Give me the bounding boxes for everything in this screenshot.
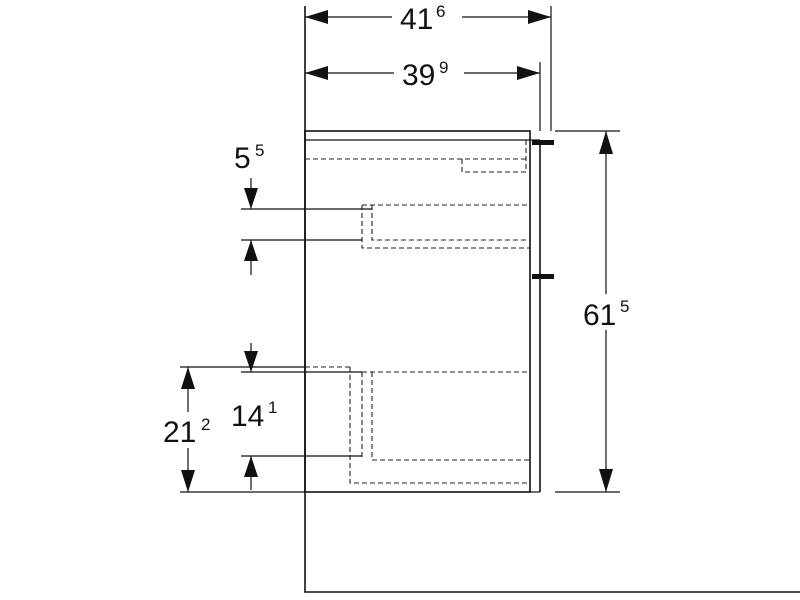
bottom-drawer-label-bg: [228, 395, 282, 431]
total-height-label-bg: [580, 294, 640, 330]
drawer-gap-dimension: 5 5: [234, 141, 372, 275]
cabinet-outline: [304, 130, 531, 493]
inner-width-sup: 9: [439, 58, 448, 77]
inner-width-label-bg: [394, 58, 464, 88]
bottom-drawer-handle: [532, 274, 554, 279]
wall-line: [304, 6, 800, 593]
upper-drawer-hidden: [361, 204, 530, 249]
drawer-gap-arrow-up: [244, 240, 258, 261]
top-hidden-shelf: [305, 140, 527, 173]
hidden-contours: [305, 140, 530, 484]
drawer-gap-sup: 5: [255, 141, 264, 160]
inner-width-dimension: 39 9: [305, 58, 541, 131]
bottom-height-arrow-top: [181, 367, 195, 389]
inner-width-arrow-right: [517, 66, 540, 80]
overall-width-sup: 6: [436, 2, 445, 21]
bottom-height-sup: 2: [201, 415, 210, 434]
bottom-drawer-sup: 1: [268, 398, 277, 417]
cabinet-body: [304, 130, 554, 493]
bottom-drawer-dimension: 14 1: [228, 343, 362, 490]
drawer-gap-value: 5: [234, 142, 251, 175]
drawer-gap-arrow-down: [244, 188, 258, 209]
bottom-height-dimension: 21 2: [160, 366, 305, 493]
inner-width-arrow-left: [305, 66, 328, 80]
total-height-dimension: 61 5: [555, 130, 640, 493]
bottom-drawer-value: 14: [231, 400, 264, 433]
bottom-drawer-arrow-up: [244, 456, 258, 477]
overall-width-value: 41: [400, 3, 433, 36]
inner-width-value: 39: [402, 59, 435, 92]
bottom-height-arrow-bottom: [181, 470, 195, 492]
total-height-value: 61: [583, 299, 616, 332]
bottom-drawer-arrow-down: [244, 351, 258, 372]
total-height-arrow-bottom: [599, 469, 613, 492]
overall-width-label-bg: [392, 2, 462, 32]
overall-width-dimension: 41 6: [305, 2, 552, 131]
total-height-sup: 5: [620, 297, 629, 316]
overall-width-arrow-left: [305, 10, 328, 24]
lower-drawer-hidden: [305, 366, 530, 484]
bottom-height-value: 21: [163, 416, 196, 449]
top-drawer-handle: [532, 140, 554, 145]
bottom-height-label-bg: [160, 412, 218, 448]
overall-width-arrow-right: [528, 10, 551, 24]
total-height-arrow-top: [599, 131, 613, 154]
